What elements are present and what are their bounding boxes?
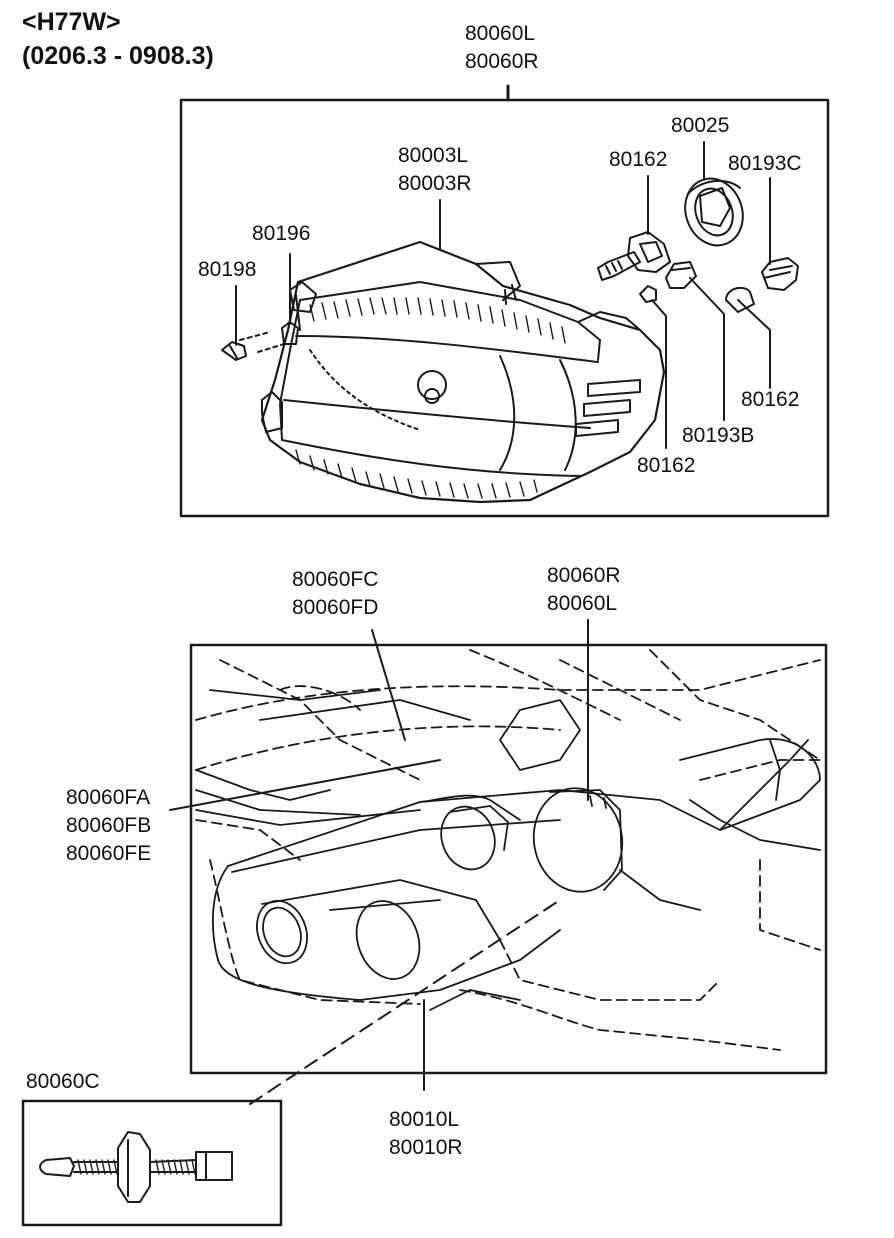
label-80003L-80003R: 80003L 80003R bbox=[398, 144, 472, 195]
label-80193B: 80193B bbox=[682, 424, 755, 447]
cap-80025-drawing bbox=[684, 141, 744, 247]
screw-80198-drawing bbox=[221, 285, 247, 361]
model-code: <H77W> bbox=[22, 8, 121, 36]
production-period: (0206.3 - 0908.3) bbox=[22, 42, 214, 70]
label-80162-top: 80162 bbox=[609, 148, 668, 171]
socket-80193C-drawing bbox=[761, 177, 799, 291]
vehicle-front-drawing bbox=[195, 649, 821, 1051]
label-80060FA-FB-FE: 80060FA 80060FB 80060FE bbox=[66, 786, 152, 865]
label-80193C: 80193C bbox=[728, 152, 802, 175]
label-80060C: 80060C bbox=[26, 1070, 100, 1093]
label-80198: 80198 bbox=[198, 258, 257, 281]
bulb-80162-lower-drawing bbox=[639, 285, 667, 449]
top-frame bbox=[179, 98, 830, 518]
label-80025: 80025 bbox=[671, 114, 730, 137]
socket-80193B-drawing bbox=[665, 261, 725, 421]
bottom-frame bbox=[189, 643, 828, 1075]
label-80196: 80196 bbox=[252, 222, 311, 245]
leader-fa-fb-fe bbox=[169, 759, 441, 811]
bulb-80162-right-drawing bbox=[725, 286, 771, 389]
label-80060L-80060R: 80060L 80060R bbox=[465, 22, 539, 73]
bulb-80162-drawing bbox=[597, 175, 671, 281]
label-80162-right: 80162 bbox=[741, 388, 800, 411]
adjuster-screw-drawing bbox=[39, 1131, 233, 1203]
leader-inset bbox=[249, 899, 561, 1105]
label-80060R-80060L: 80060R 80060L bbox=[547, 564, 621, 615]
label-80060FC-80060FD: 80060FC 80060FD bbox=[292, 568, 379, 619]
headlamp-assembly-drawing bbox=[239, 240, 666, 504]
label-80162-lower: 80162 bbox=[637, 454, 696, 477]
clip-80196-drawing bbox=[281, 253, 299, 345]
inset-frame bbox=[21, 1099, 283, 1227]
leader-fc-fd bbox=[371, 629, 406, 741]
label-80010L-80010R: 80010L 80010R bbox=[389, 1108, 463, 1159]
